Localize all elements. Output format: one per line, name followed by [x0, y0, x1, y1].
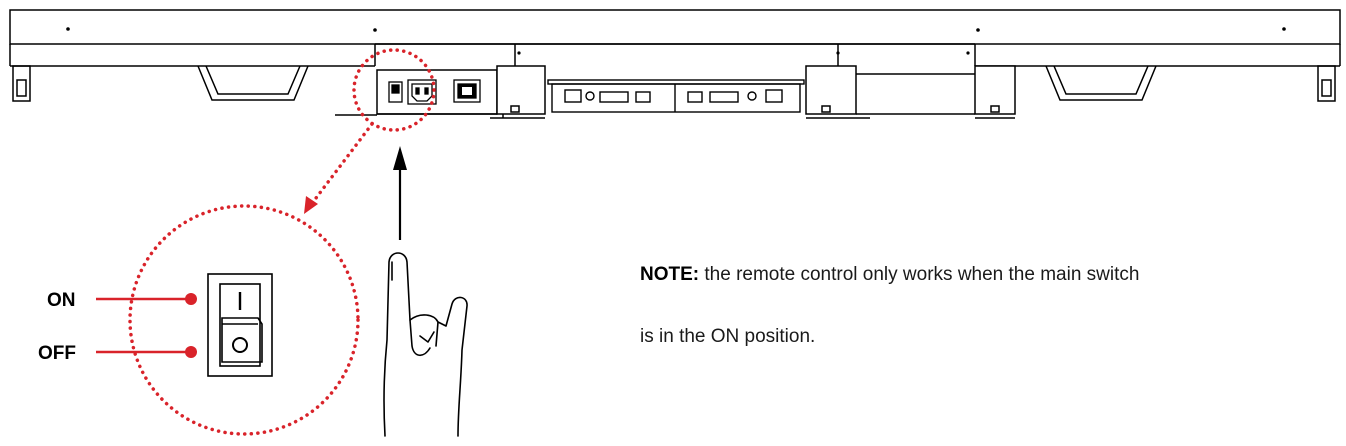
right-foot — [1317, 65, 1336, 102]
zoomed-switch-circle — [128, 204, 360, 436]
power-inlet-icon — [407, 79, 437, 105]
panel-screw-dots — [66, 27, 1286, 55]
callout-connector — [314, 122, 374, 200]
callout-arrowhead — [304, 196, 318, 214]
right-housing — [856, 65, 1016, 119]
main-switch-small-icon — [388, 81, 403, 103]
left-bracket — [490, 65, 546, 119]
display-bottom-edge — [9, 9, 1341, 67]
on-pointer-dot — [185, 293, 197, 305]
note-prefix: NOTE: — [640, 264, 700, 285]
press-arrow-head — [393, 146, 407, 170]
rocker-switch-icon — [207, 273, 273, 377]
note-text: NOTE: the remote control only works when… — [640, 244, 1340, 368]
off-label: OFF — [38, 343, 76, 364]
on-label: ON — [47, 290, 76, 311]
note-line-1-text: the remote control only works when the m… — [704, 264, 1140, 285]
switch-location-highlight — [352, 48, 436, 132]
note-line-2: is in the ON position. — [640, 326, 816, 347]
left-foot — [12, 65, 31, 102]
io-board — [547, 79, 805, 113]
pointing-hand-icon — [383, 252, 468, 437]
right-bracket — [805, 65, 870, 119]
left-handle — [197, 65, 309, 101]
right-handle — [1045, 65, 1157, 101]
note-line-1: NOTE: the remote control only works when… — [640, 244, 1340, 306]
power-outlet-icon — [453, 79, 481, 103]
off-pointer-dot — [185, 346, 197, 358]
